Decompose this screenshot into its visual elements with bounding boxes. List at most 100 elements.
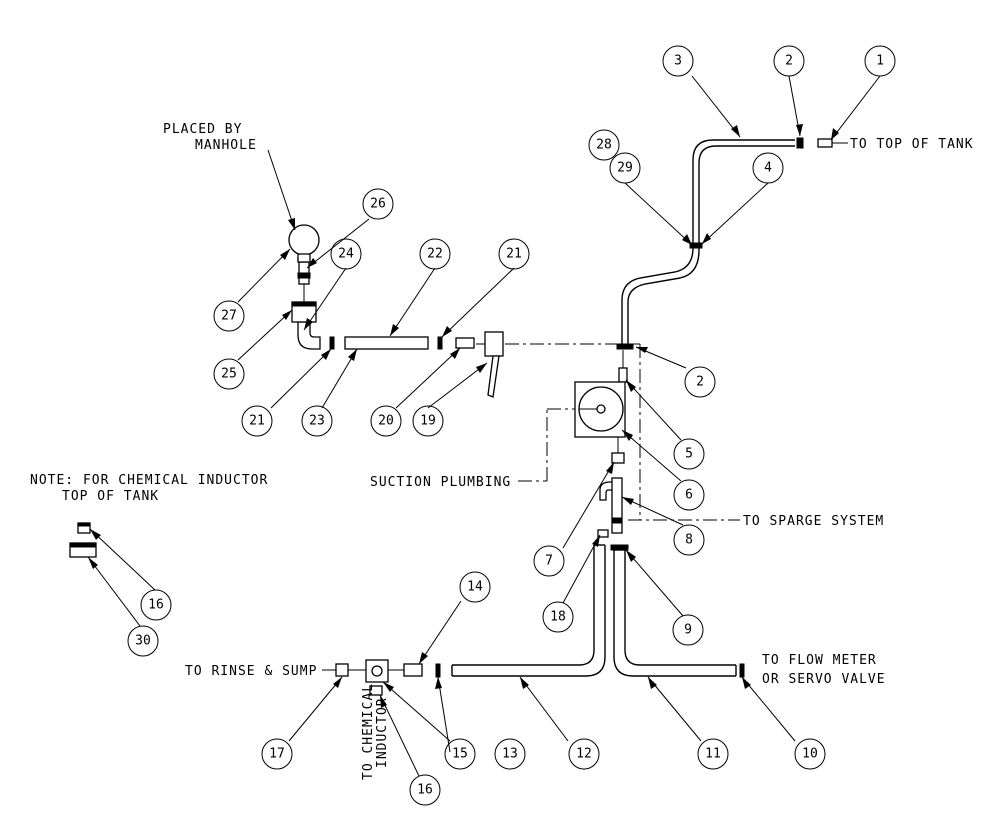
callout-11-text: 11 (705, 747, 721, 762)
label-rinse-sump: TO RINSE & SUMP (185, 664, 317, 679)
label-note-line1: NOTE: FOR CHEMICAL INDUCTOR (30, 473, 268, 488)
leader-14 (418, 600, 462, 665)
valve-19-body (484, 331, 504, 357)
callout-22-text: 22 (427, 247, 443, 262)
label-flow-meter: TO FLOW METER (762, 653, 877, 668)
coupling-8 (612, 517, 622, 524)
fitting-18 (597, 529, 609, 538)
callout-2-text: 2 (785, 54, 793, 69)
callout-15: 15 (444, 738, 476, 770)
note-fitting-30-cap (69, 542, 97, 548)
leader-12 (519, 676, 569, 742)
arrowhead-8 (622, 497, 634, 505)
leader-21-left (270, 348, 332, 409)
callout-28: 28 (588, 129, 620, 161)
callout-2m-text: 2 (696, 375, 704, 390)
arrowhead-23 (348, 349, 357, 361)
callout-5: 5 (673, 438, 705, 470)
callout-16b-text: 16 (417, 783, 433, 798)
fitting-20 (455, 337, 475, 349)
arrowhead-15 (383, 682, 394, 692)
arrowhead-3 (731, 125, 740, 137)
callout-20-text: 20 (378, 414, 394, 429)
callout-19: 19 (412, 405, 444, 437)
leader-24 (303, 267, 347, 331)
coupling-2-top (796, 137, 804, 149)
callout-10: 10 (794, 738, 826, 770)
callout-13: 13 (494, 738, 526, 770)
arrowhead-16b (380, 695, 387, 708)
callout-23: 23 (301, 405, 333, 437)
pump-inlet (611, 452, 625, 464)
callout-16-note: 16 (140, 589, 172, 621)
leader-1 (830, 75, 881, 141)
leader-19 (427, 362, 488, 409)
pipe-11-inner (624, 550, 736, 666)
arrowhead-20 (450, 348, 460, 359)
callout-27: 27 (213, 300, 245, 332)
leader-26 (306, 218, 370, 269)
leader-11 (647, 676, 702, 742)
arrowhead-1 (831, 128, 839, 140)
callout-28-text: 28 (596, 138, 612, 153)
arrowhead-18 (592, 535, 600, 547)
callout-8: 8 (673, 524, 705, 556)
callout-27-text: 27 (221, 309, 237, 324)
callout-17: 17 (261, 738, 293, 770)
leader-lines (87, 75, 881, 777)
arrowhead-22 (390, 324, 399, 336)
leader-30 (87, 556, 141, 627)
arrowhead-30 (88, 557, 98, 569)
label-suction-plumbing: SUCTION PLUMBING (370, 475, 511, 490)
arrowhead-21r (442, 326, 452, 337)
arrowheads (88, 124, 839, 708)
text-labels: TO TOP OF TANK PLACED BY MANHOLE SUCTION… (30, 122, 974, 780)
leader-17 (288, 676, 343, 742)
leader-25 (237, 309, 293, 361)
callout-13-text: 13 (502, 747, 518, 762)
callout-14-text: 14 (467, 580, 483, 595)
callout-9-text: 9 (684, 623, 692, 638)
arrowhead-9 (626, 550, 636, 562)
callout-17-text: 17 (269, 747, 285, 762)
callout-6-text: 6 (685, 488, 693, 503)
leader-placed (267, 149, 296, 231)
leader-16-note (89, 528, 156, 591)
callout-1: 1 (864, 45, 896, 77)
leader-10 (741, 676, 796, 742)
leader-20 (395, 347, 461, 409)
pipe-11 (613, 550, 736, 677)
fitting-14 (403, 663, 423, 677)
callout-6: 6 (673, 479, 705, 511)
arrowhead-17 (333, 677, 342, 688)
leader-13 (437, 676, 451, 753)
callout-10-text: 10 (802, 747, 818, 762)
callout-14: 14 (459, 571, 491, 603)
leader-4 (701, 182, 769, 245)
arrowhead-27 (280, 249, 290, 260)
label-top-of-tank: TO TOP OF TANK (850, 137, 974, 152)
fitting-16-bottom (369, 685, 383, 696)
label-to-chemical: TO CHEMICAL (361, 683, 376, 780)
tee-15-port (371, 665, 383, 677)
coupling-2-mid (616, 343, 634, 350)
callout-2-mid: 2 (684, 366, 716, 398)
leader-5 (625, 379, 682, 441)
callout-11: 11 (697, 738, 729, 770)
fitting-1 (817, 138, 833, 148)
arrowhead-6 (622, 430, 633, 441)
fitting-26-hex (297, 272, 311, 279)
label-placed-by: PLACED BY (163, 122, 242, 137)
callout-1-text: 1 (876, 54, 884, 69)
coupling-21-right (437, 336, 443, 350)
leader-9 (625, 549, 684, 617)
fitting-5 (618, 367, 628, 383)
callout-20: 20 (370, 405, 402, 437)
callout-22: 22 (419, 238, 451, 270)
pipe-top-return (621, 139, 795, 330)
leader-6 (621, 429, 682, 482)
pipe-22 (344, 336, 429, 350)
callout-12-text: 12 (576, 747, 592, 762)
callout-3: 3 (662, 45, 694, 77)
arrowhead-19 (476, 363, 487, 373)
